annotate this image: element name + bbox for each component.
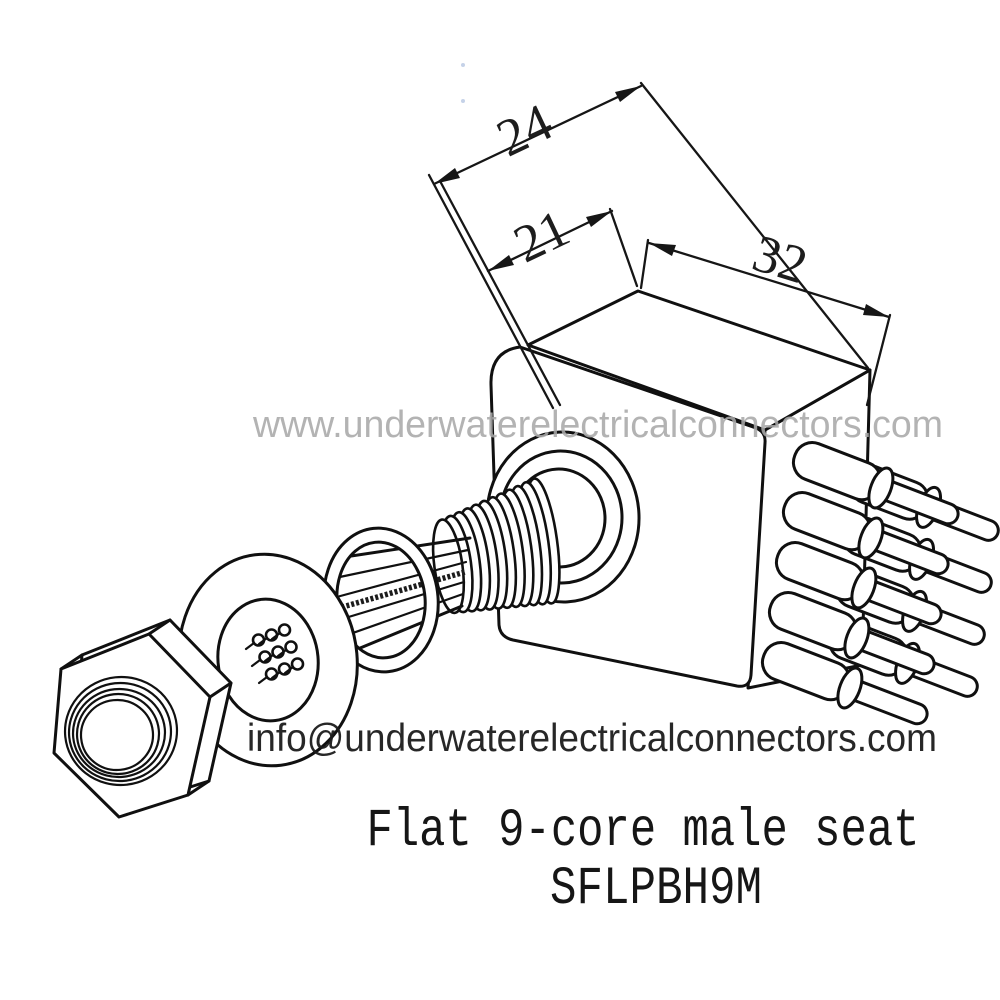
nut-thread-hole — [63, 675, 179, 787]
scan-artifact-dot — [461, 99, 465, 103]
pin — [767, 591, 936, 676]
dimension-21-label: 21 — [505, 199, 578, 274]
watermark-site: www.underwaterelectricalconnectors.com — [252, 404, 943, 446]
part-title: Flat 9-core male seat — [367, 801, 920, 862]
thread-coil — [431, 477, 561, 615]
caption: Flat 9-core male seat SFLPBH9M — [367, 801, 920, 920]
scan-artifact-dot — [461, 63, 465, 67]
dimension-21: 21 — [486, 199, 614, 274]
pin — [781, 491, 950, 576]
o-ring — [322, 526, 440, 674]
pin — [791, 441, 960, 526]
body-top-face — [526, 289, 872, 432]
dimension-32-label: 32 — [746, 224, 814, 295]
pin — [760, 641, 929, 726]
dimension-24: 24 — [432, 84, 643, 186]
hex-nut — [52, 618, 233, 819]
pin — [774, 541, 943, 626]
washer-pin-tips — [244, 623, 305, 685]
nut-front-face — [52, 632, 212, 819]
dimension-24-label: 24 — [488, 93, 561, 168]
watermark-email: info@underwaterelectricalconnectors.com — [247, 717, 937, 760]
center-rod — [331, 569, 466, 613]
pin-group — [760, 441, 1000, 726]
threaded-boss — [431, 430, 641, 615]
dimension-32: 32 — [647, 224, 891, 319]
part-model: SFLPBH9M — [550, 859, 762, 920]
